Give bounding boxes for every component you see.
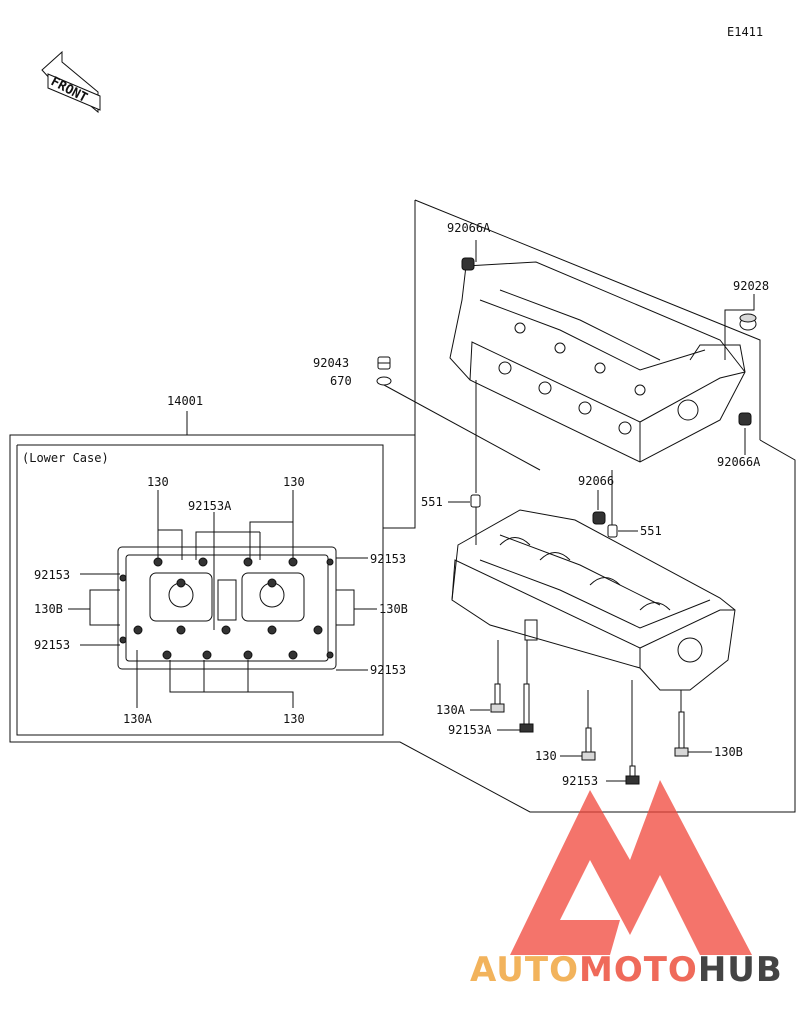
part-92066A-right-icon (738, 412, 752, 426)
inset-label-130B-right: 130B (379, 602, 408, 616)
inset-leaders (68, 490, 377, 708)
watermark-wordmark: AUTOMOTOHUB (470, 950, 783, 990)
part-92028-icon (739, 313, 757, 331)
watermark-moto: MOTO (578, 950, 698, 990)
label-92153: 92153 (562, 774, 598, 788)
inset-box (17, 435, 416, 529)
bolt-130B-icon (674, 711, 689, 757)
bolt-92153-icon (625, 765, 640, 785)
front-arrow-icon: FRONT (41, 50, 101, 114)
lower-case-plan-view (117, 546, 337, 670)
lower-case-drawing (451, 509, 736, 691)
part-670-icon (376, 376, 392, 386)
inset-label-92153-lower-left: 92153 (34, 638, 70, 652)
inset-label-92153-upper-right: 92153 (370, 552, 406, 566)
part-551-left-icon (470, 494, 481, 508)
bolt-92153A-icon (519, 683, 534, 733)
label-551-right: 551 (640, 524, 662, 538)
upper-case-drawing (449, 261, 746, 463)
assembly-outline-top (414, 199, 761, 440)
label-551-left: 551 (421, 495, 443, 509)
inset-label-130B-left: 130B (34, 602, 63, 616)
inset-label-92153-lower-right: 92153 (370, 663, 406, 677)
label-130A: 130A (436, 703, 466, 717)
label-670: 670 (330, 374, 352, 388)
label-130: 130 (535, 749, 557, 763)
part-92066-icon (592, 511, 606, 525)
inset-label-130-top-right: 130 (283, 475, 305, 489)
inset-label-130A-bottom: 130A (123, 712, 153, 726)
plan-bolt-row-top (133, 557, 323, 635)
label-92043: 92043 (313, 356, 349, 370)
assembly-outline (9, 200, 796, 813)
label-92153A: 92153A (448, 723, 492, 737)
main-leaders (378, 240, 755, 782)
inset-label-130-top-left: 130 (147, 475, 169, 489)
inset-title: (Lower Case) (22, 451, 109, 465)
bolt-130-icon (581, 727, 596, 761)
label-92066A-right: 92066A (717, 455, 761, 469)
label-92066A-top: 92066A (447, 221, 491, 235)
watermark-hub: HUB (697, 950, 783, 990)
bolt-130A-icon (490, 683, 505, 713)
inset-label-92153A-top: 92153A (188, 499, 232, 513)
part-92066A-top-icon (461, 257, 475, 271)
plan-bolt-row-bottom (119, 558, 334, 660)
label-92028: 92028 (733, 279, 769, 293)
label-130B: 130B (714, 745, 743, 759)
label-92066: 92066 (578, 474, 614, 488)
inset-label-130-bottom: 130 (283, 712, 305, 726)
watermark-auto: AUTO (470, 950, 579, 990)
diagram-code: E1411 (727, 25, 763, 39)
part-551-right-icon (607, 524, 618, 538)
watermark-logo-icon (510, 780, 752, 955)
assembly-number: 14001 (167, 394, 203, 408)
inset-label-92153-upper-left: 92153 (34, 568, 70, 582)
